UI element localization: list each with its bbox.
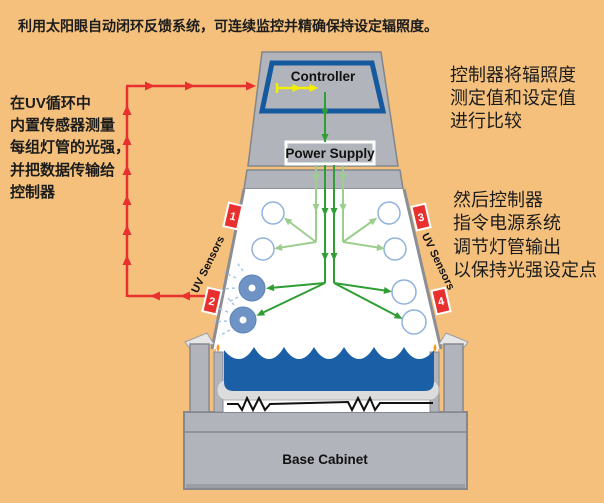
right-note-top-line-3: 进行比较 <box>450 111 522 131</box>
uv-sensor-2-number: 2 <box>207 295 216 308</box>
lamp-left-2 <box>251 237 275 261</box>
base-cabinet-label: Base Cabinet <box>282 452 368 467</box>
uv-sensor-1-number: 1 <box>228 210 237 223</box>
uv-sensor-1: 1 <box>222 201 244 231</box>
left-note-line-2: 内置传感器测量 <box>10 116 115 134</box>
right-note-bottom-line-4: 以保持光强设定点 <box>453 260 597 280</box>
lamp-right-4 <box>401 309 427 335</box>
uv-sensor-4: 4 <box>430 286 452 316</box>
top-caption: 利用太阳眼自动闭环反馈系统，可连续监控并精确保持设定辐照度。 <box>18 18 438 34</box>
heater-element <box>227 395 433 413</box>
power-supply-label: Power Supply <box>285 146 375 161</box>
controller-panel <box>258 60 387 114</box>
water-pan <box>224 347 434 391</box>
uv-lamps <box>251 201 427 335</box>
left-note-line-1: 在UV循环中 <box>10 94 91 112</box>
left-note: 在UV循环中 内置传感器测量 每组灯管的光强， 并把数据传输给 控制器 <box>10 94 130 201</box>
left-flame-icon <box>216 344 220 352</box>
left-note-line-4: 并把数据传输给 <box>10 161 115 179</box>
right-note-bottom-line-1: 然后控制器 <box>453 190 543 210</box>
power-supply-box: Power Supply <box>284 140 376 166</box>
feedback-loop <box>122 81 256 301</box>
right-note-top-line-2: 测定值和设定值 <box>450 88 576 108</box>
right-note-bottom-line-2: 指令电源系统 <box>453 213 561 233</box>
right-note-top: 控制器将辐照度 测定值和设定值 进行比较 <box>450 65 576 131</box>
controller-label: Controller <box>291 69 356 84</box>
lamp-left-1 <box>261 201 285 225</box>
lamp-right-3 <box>391 279 417 305</box>
uv-sensor-3: 3 <box>410 202 432 232</box>
left-leg <box>184 332 224 413</box>
lamp-right-1 <box>377 201 401 225</box>
lamp-rack-band <box>243 169 404 190</box>
right-note-bottom-line-3: 调节灯管输出 <box>453 237 561 257</box>
chamber-right-wall <box>402 188 443 350</box>
uv-sensor-2: 2 <box>201 286 223 316</box>
setpoint-compare-arrow <box>275 83 319 93</box>
lamp-right-2 <box>383 237 407 261</box>
lit-lamps <box>212 260 266 337</box>
base-cabinet: Base Cabinet <box>183 411 468 490</box>
left-note-line-5: 控制器 <box>10 183 56 201</box>
left-note-line-3: 每组灯管的光强， <box>10 138 130 156</box>
machine-head: Controller <box>247 51 399 167</box>
control-signal-arrows <box>256 92 403 319</box>
right-note-top-line-1: 控制器将辐照度 <box>450 65 576 85</box>
uv-sensor-4-number: 4 <box>437 295 447 308</box>
uv-sensor-3-number: 3 <box>417 211 426 224</box>
right-leg <box>429 332 469 413</box>
right-flame-icon <box>433 344 437 352</box>
right-note-bottom: 然后控制器 指令电源系统 调节灯管输出 以保持光强设定点 <box>453 190 597 280</box>
